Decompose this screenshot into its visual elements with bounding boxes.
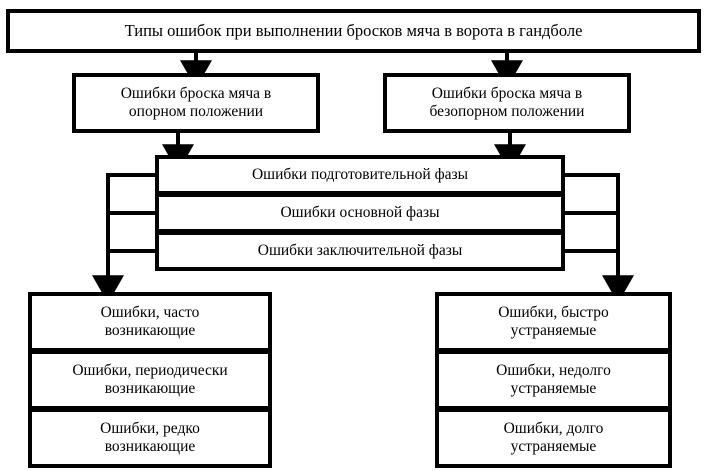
node-shortly-corrected-errors: Ошибки, недолго устраняемые: [435, 350, 672, 410]
node-supported-throw-errors: Ошибки броска мяча в опорном положении: [72, 73, 320, 133]
node-final-phase-errors: Ошибки заключительной фазы: [155, 231, 565, 271]
node-rare-errors: Ошибки, редко возникающие: [28, 408, 272, 468]
node-periodic-errors: Ошибки, периодически возникающие: [28, 350, 272, 410]
node-periodic-errors-label: Ошибки, периодически возникающие: [72, 361, 228, 397]
node-unsupported-throw-errors: Ошибки броска мяча в безопорном положени…: [383, 73, 631, 133]
node-preparatory-phase-errors-label: Ошибки подготовительной фазы: [251, 165, 469, 183]
node-shortly-corrected-errors-label: Ошибки, недолго устраняемые: [496, 361, 611, 397]
diagram-title-box: Типы ошибок при выполнении бросков мяча …: [6, 9, 701, 53]
node-rare-errors-label: Ошибки, редко возникающие: [100, 419, 200, 455]
correction-error-group: Ошибки, быстро устраняемые Ошибки, недол…: [435, 292, 672, 471]
node-final-phase-errors-label: Ошибки заключительной фазы: [257, 241, 463, 259]
node-quickly-corrected-errors: Ошибки, быстро устраняемые: [435, 292, 672, 352]
phase-error-group: Ошибки подготовительной фазы Ошибки осно…: [155, 155, 565, 271]
node-preparatory-phase-errors: Ошибки подготовительной фазы: [155, 155, 565, 195]
node-main-phase-errors-label: Ошибки основной фазы: [280, 203, 440, 221]
node-supported-throw-errors-label: Ошибки броска мяча в опорном положении: [120, 84, 272, 120]
node-quickly-corrected-errors-label: Ошибки, быстро устраняемые: [498, 303, 609, 339]
node-frequent-errors: Ошибки, часто возникающие: [28, 292, 272, 352]
frequency-error-group: Ошибки, часто возникающие Ошибки, период…: [28, 292, 272, 471]
node-slowly-corrected-errors: Ошибки, долго устраняемые: [435, 408, 672, 468]
diagram-title-label: Типы ошибок при выполнении бросков мяча …: [124, 21, 583, 41]
node-frequent-errors-label: Ошибки, часто возникающие: [100, 303, 200, 339]
node-main-phase-errors: Ошибки основной фазы: [155, 193, 565, 233]
node-unsupported-throw-errors-label: Ошибки броска мяча в безопорном положени…: [429, 84, 585, 120]
node-slowly-corrected-errors-label: Ошибки, долго устраняемые: [503, 419, 604, 455]
